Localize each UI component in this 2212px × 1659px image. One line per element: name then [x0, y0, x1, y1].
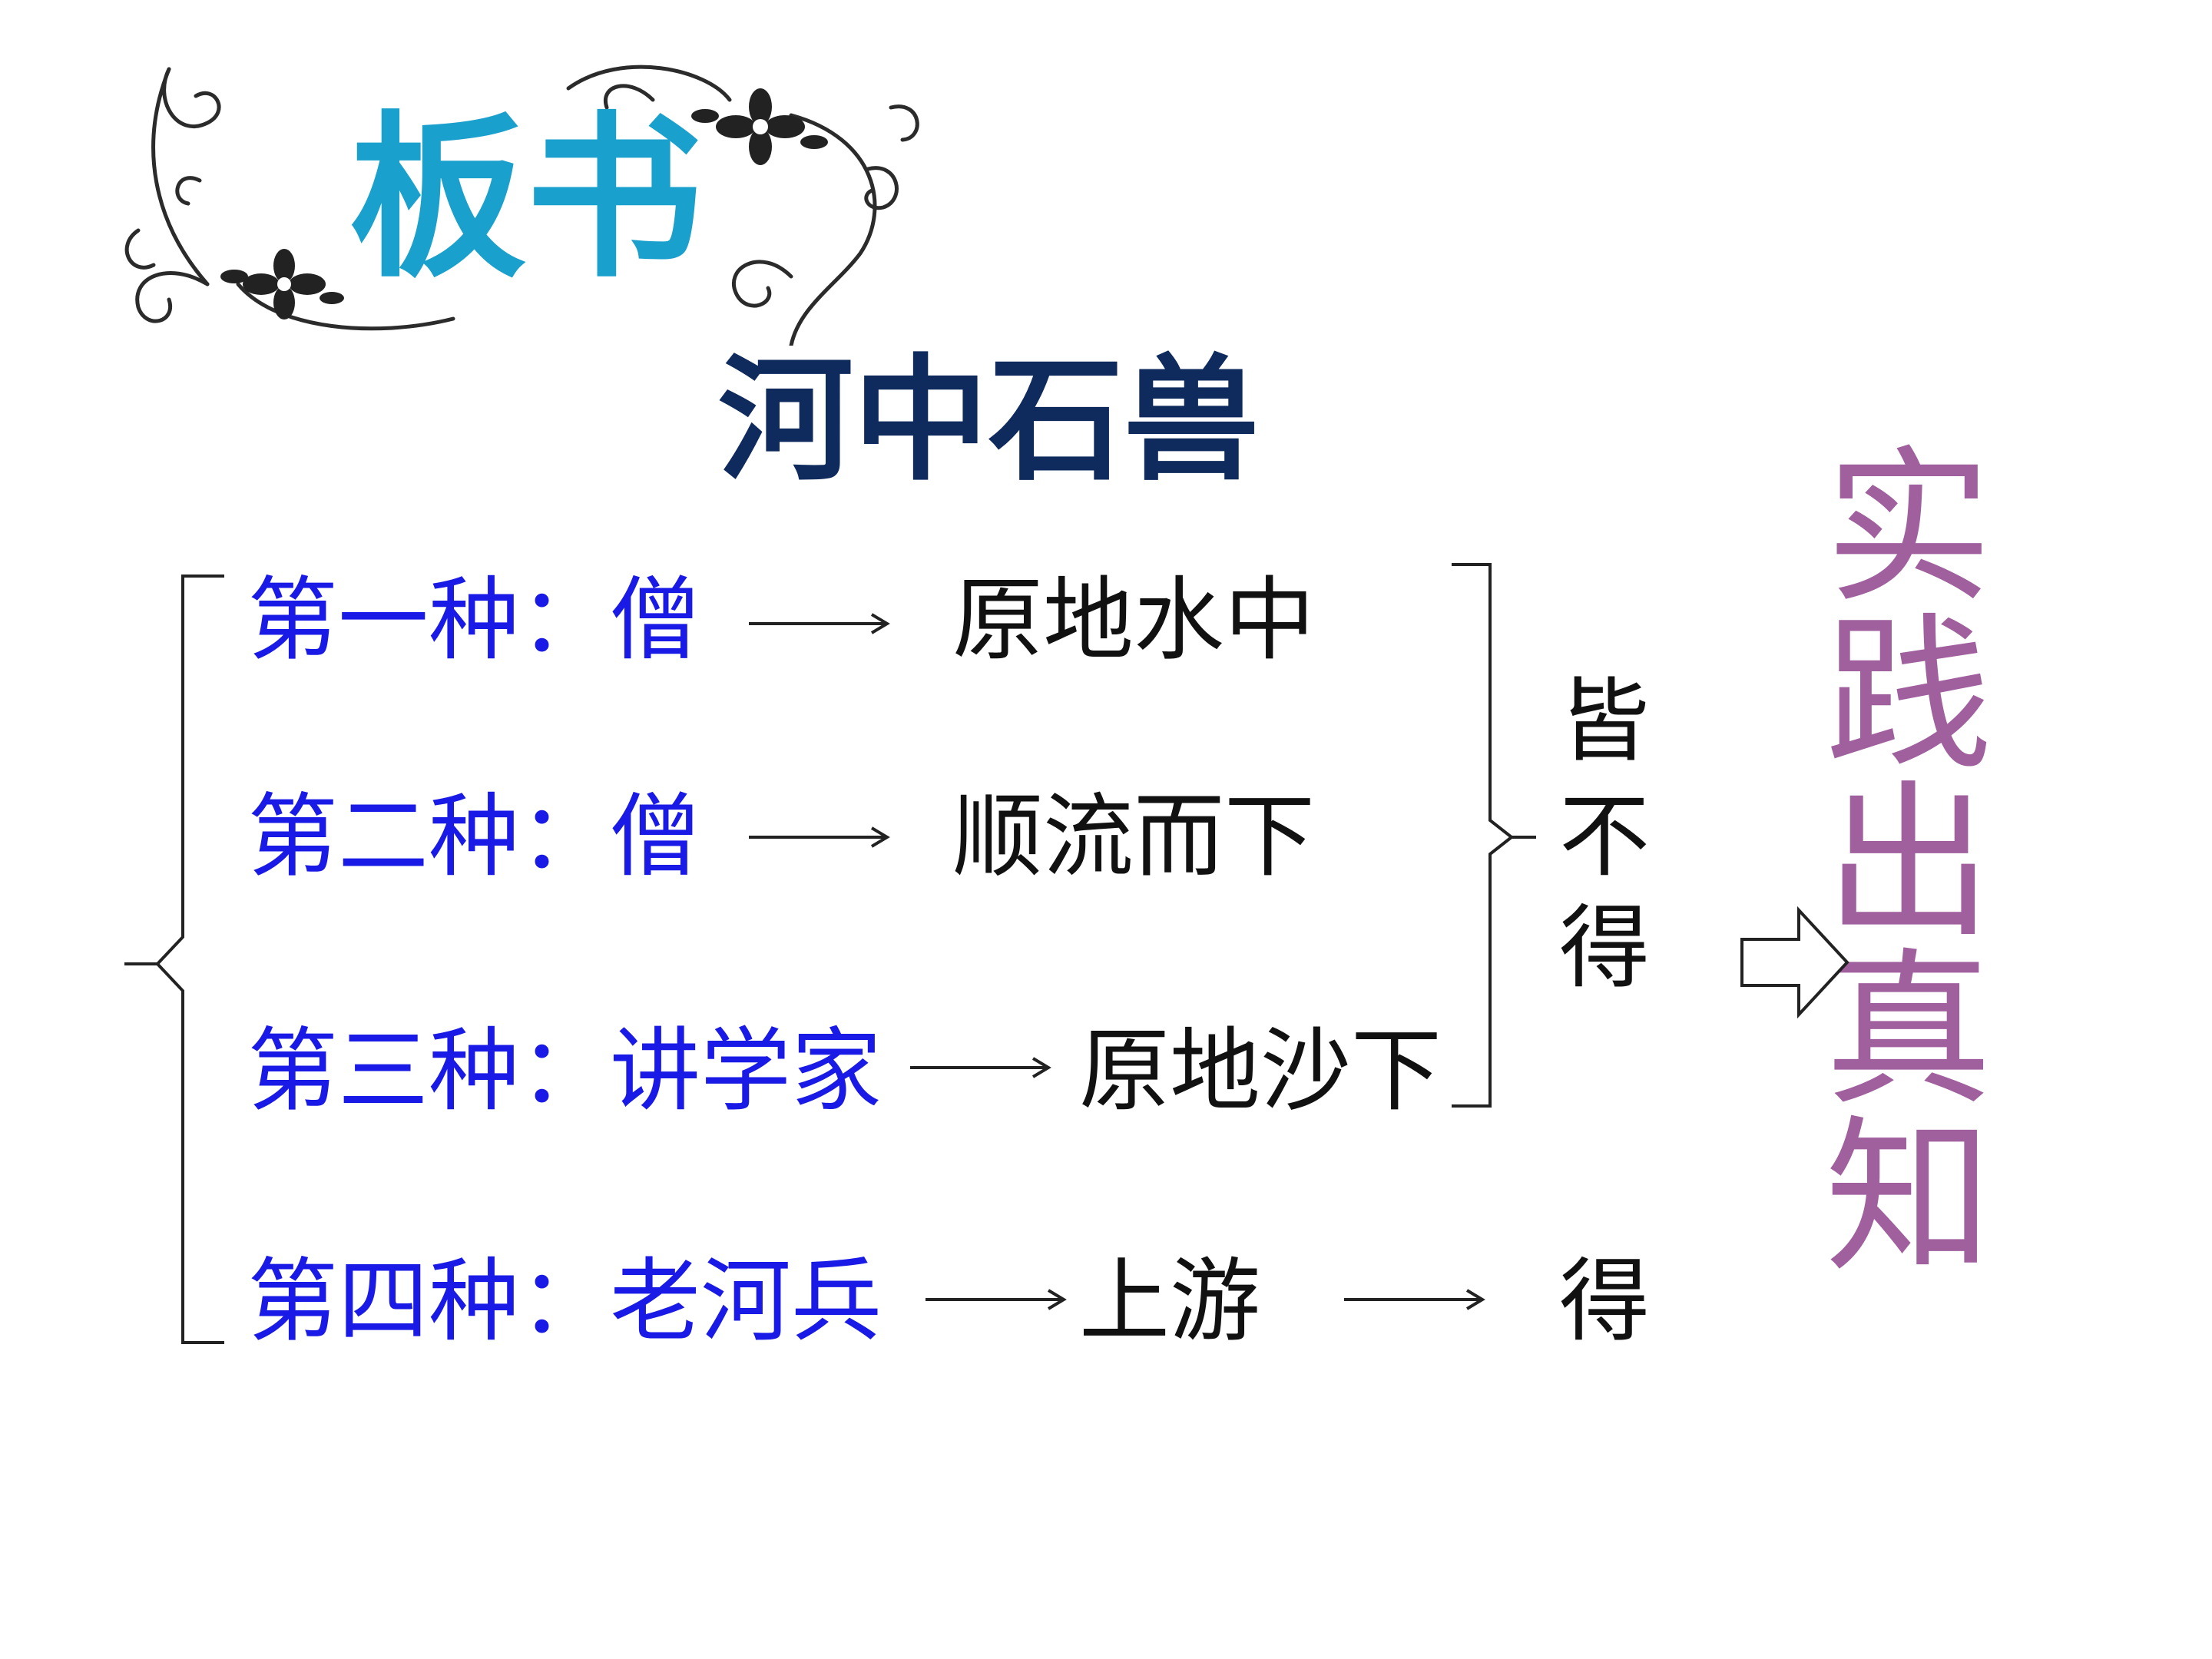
hollow-right-arrow-icon [1740, 906, 1849, 1019]
row-label-3: 第三种：讲学家 [247, 1018, 882, 1124]
floral-swirl-ornament-icon [124, 65, 919, 346]
row-result-2: 顺流而下 [952, 783, 1316, 889]
group-outcome-char-1: 皆 [1559, 668, 1651, 774]
right-arrow-icon [749, 826, 890, 848]
board-title: 板书 [349, 97, 704, 302]
right-arrow-icon [926, 1289, 1067, 1310]
fourth-outcome: 得 [1559, 1248, 1651, 1354]
row-label-1: 第一种：僧 [247, 567, 701, 673]
conclusion-text: 实践出真知 [1825, 432, 1992, 1296]
row-label-4: 第四种：老河兵 [247, 1248, 882, 1354]
right-bracket [1452, 563, 1536, 1108]
main-title: 河中石兽 [718, 342, 1260, 499]
row-label-2: 第二种：僧 [247, 783, 701, 889]
row-result-4: 上游 [1079, 1248, 1261, 1354]
right-arrow-icon [910, 1057, 1051, 1078]
row-result-3: 原地沙下 [1079, 1018, 1442, 1124]
row-result-1: 原地水中 [952, 567, 1316, 673]
group-outcome-char-2: 不 [1559, 783, 1651, 889]
right-arrow-icon [749, 613, 890, 634]
right-arrow-icon [1344, 1289, 1485, 1310]
group-outcome-char-3: 得 [1559, 895, 1651, 1001]
left-brace [124, 575, 224, 1344]
